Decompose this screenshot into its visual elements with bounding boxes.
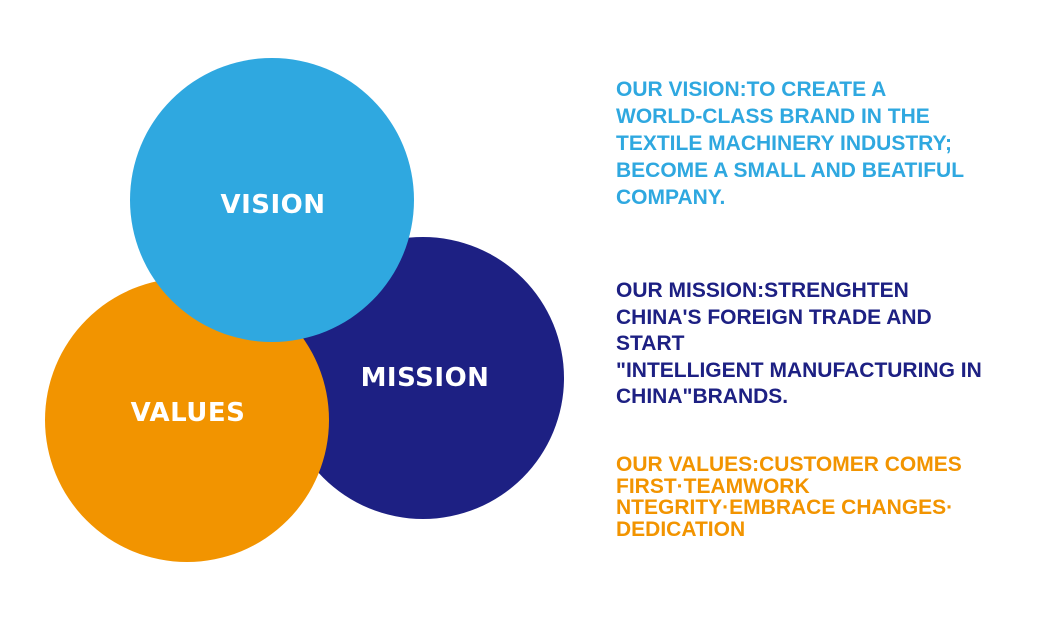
vision-statement-line: BECOME A SMALL AND BEATIFUL (616, 159, 965, 182)
vision-circle (130, 58, 414, 342)
mission-statement-line: "INTELLIGENT MANUFACTURING IN (616, 358, 982, 382)
values-statement-line: DEDICATION (616, 517, 746, 541)
vision-statement-line: OUR VISION:TO CREATE A (616, 78, 887, 101)
vision-statement-line: WORLD-CLASS BRAND IN THE (616, 105, 930, 128)
values-circle-label: VALUES (130, 398, 246, 428)
mission-statement-line: CHINA"BRANDS. (616, 385, 789, 408)
vision-circle-label: VISION (220, 190, 326, 220)
vision-statement: OUR VISION:TO CREATE A WORLD-CLASS BRAND… (616, 76, 1036, 211)
mission-statement-line: START (616, 332, 685, 355)
values-statement-line: OUR VALUES:CUSTOMER COMES (616, 453, 962, 476)
values-statement-line: FIRST·TEAMWORK (616, 474, 810, 498)
mission-statement-line: OUR MISSION:STRENGHTEN (616, 279, 909, 302)
mission-circle-label: MISSION (360, 363, 490, 393)
values-statement-line: NTEGRITY·EMBRACE CHANGES· (616, 496, 954, 519)
values-statement: OUR VALUES:CUSTOMER COMES FIRST·TEAMWORK… (616, 454, 1036, 540)
vision-statement-line: COMPANY. (616, 186, 726, 209)
vision-statement-line: TEXTILE MACHINERY INDUSTRY; (616, 132, 953, 155)
mission-statement: OUR MISSION:STRENGHTEN CHINA'S FOREIGN T… (616, 278, 1036, 411)
mission-statement-line: CHINA'S FOREIGN TRADE AND (616, 305, 932, 329)
